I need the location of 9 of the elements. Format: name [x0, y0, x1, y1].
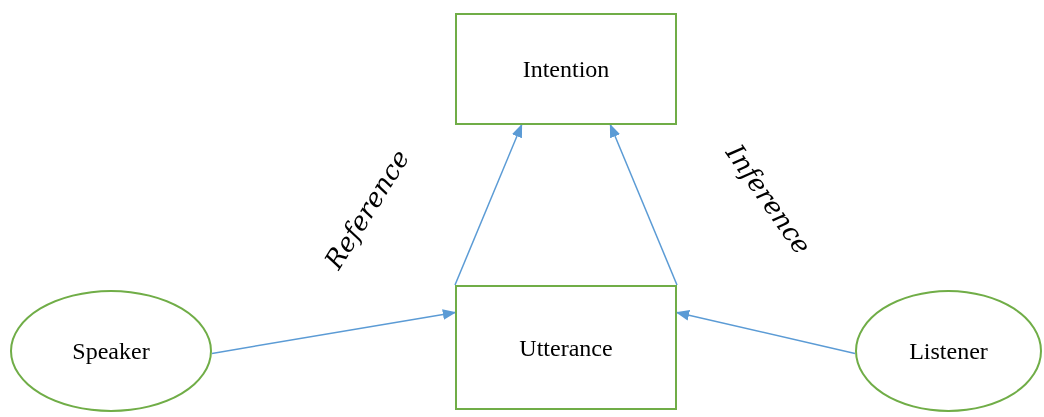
node-label: Utterance	[519, 333, 613, 363]
node-label: Intention	[522, 55, 610, 84]
arrow	[211, 309, 457, 355]
process-box	[455, 13, 677, 125]
arrow	[454, 123, 523, 286]
node-label: Listener	[909, 337, 988, 366]
arrow	[609, 123, 678, 286]
node-label: Speaker	[72, 337, 150, 366]
process-box	[455, 285, 677, 410]
